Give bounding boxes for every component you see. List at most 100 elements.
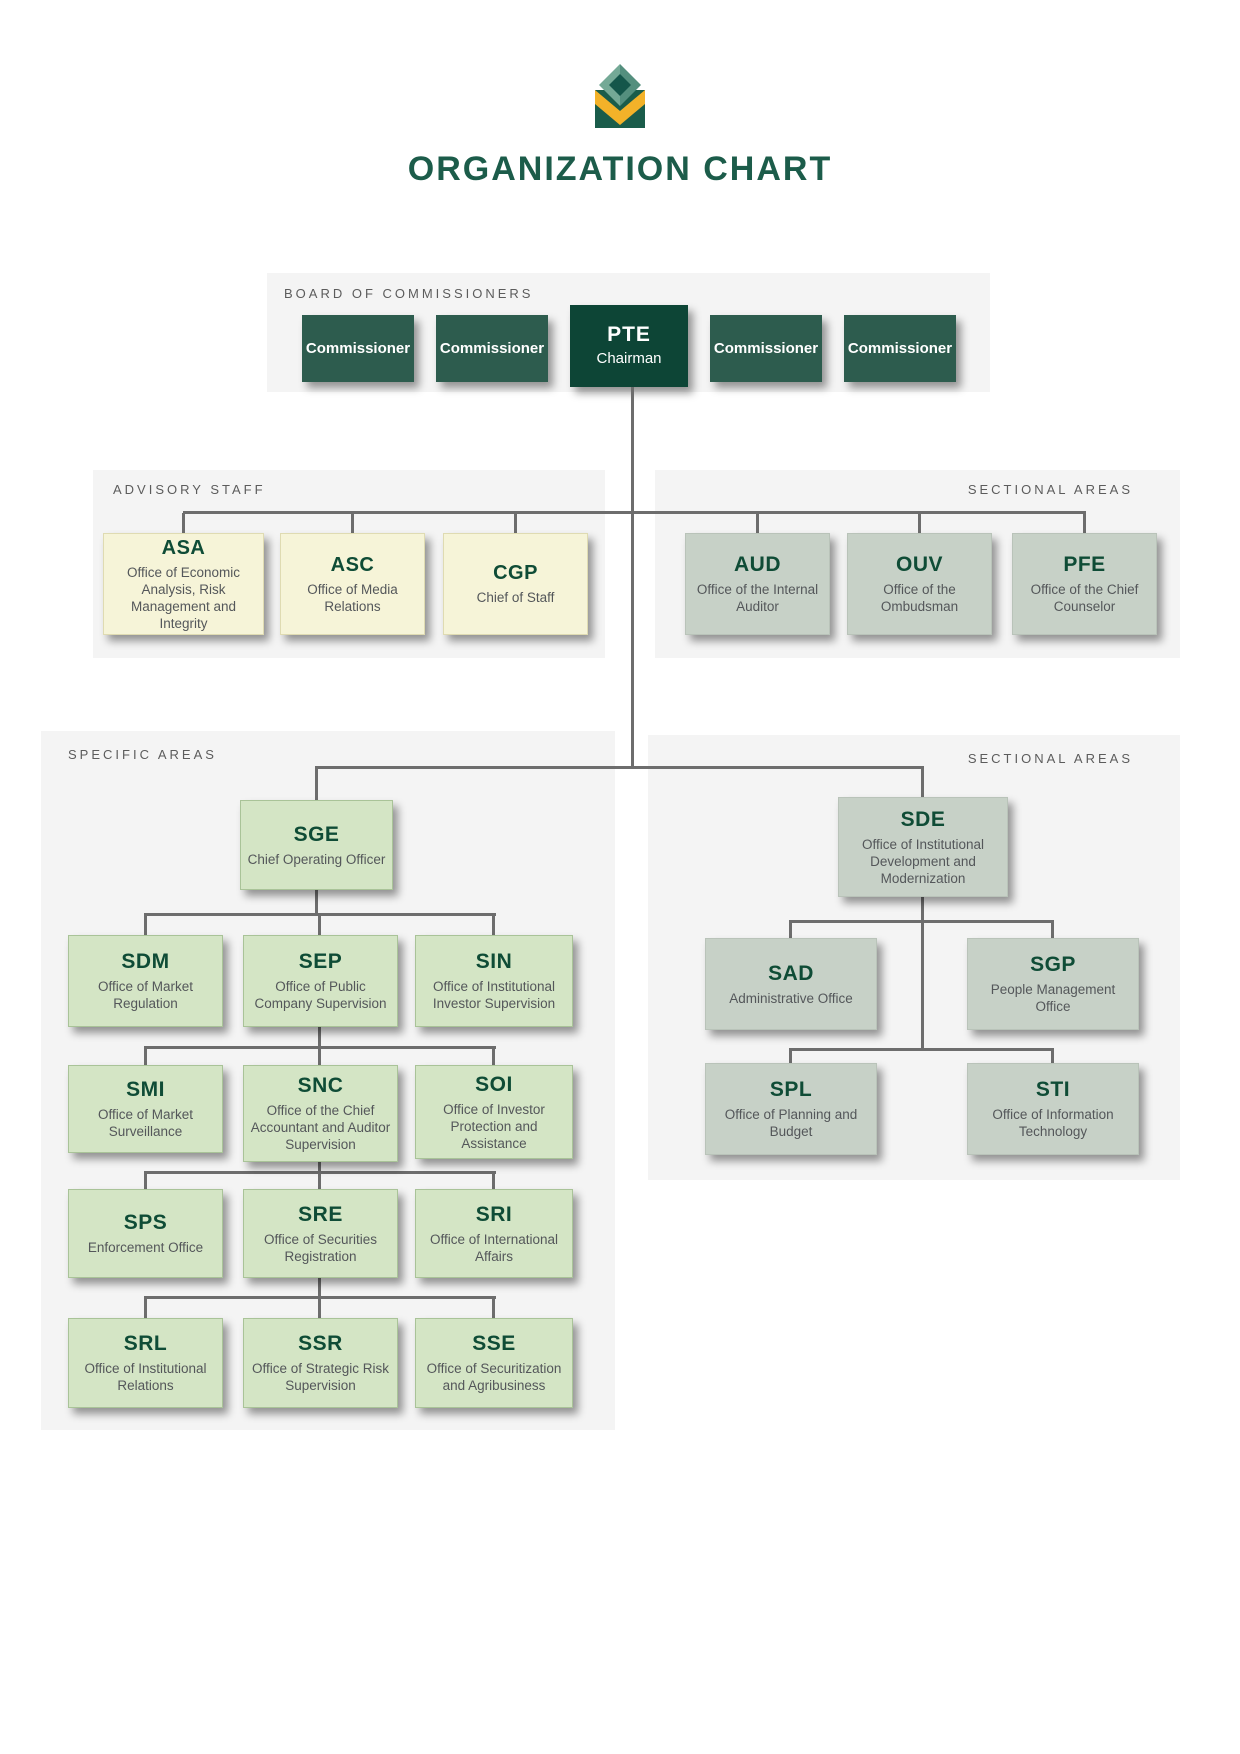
connector: [144, 1298, 147, 1318]
connector: [631, 387, 634, 513]
connector: [315, 766, 924, 769]
office-box-sgp: SGP People Management Office: [967, 938, 1139, 1030]
office-code: CGP: [493, 562, 538, 584]
commissioner-title: Commissioner: [847, 340, 953, 357]
specific-areas-label: SPECIFIC AREAS: [68, 747, 217, 762]
office-code: SPL: [769, 1078, 813, 1101]
office-name: Enforcement Office: [87, 1240, 204, 1255]
commissioner-title: Commissioner: [713, 340, 819, 357]
office-code: SMI: [126, 1078, 165, 1101]
connector: [351, 513, 354, 533]
office-name: Office of Planning and Budget: [724, 1107, 858, 1139]
office-code: SGP: [1030, 953, 1076, 976]
office-box-smi: SMI Office of Market Surveillance: [68, 1065, 223, 1153]
commissioner-box-1: Commissioner: [302, 315, 414, 382]
office-code: SEP: [298, 950, 343, 973]
connector: [921, 920, 924, 1050]
commissioner-title: Commissioner: [305, 340, 411, 357]
office-code: OUV: [895, 553, 943, 576]
office-code: SSE: [472, 1332, 516, 1355]
office-name: Office of Market Surveillance: [97, 1107, 194, 1139]
office-name: Office of the Ombudsman: [880, 582, 959, 614]
office-box-spl: SPL Office of Planning and Budget: [705, 1063, 877, 1155]
connector: [514, 513, 517, 533]
office-code: SRE: [298, 1202, 343, 1226]
connector: [631, 513, 634, 768]
office-name: Office of the Chief Counselor: [1030, 582, 1139, 614]
office-code: SGE: [293, 822, 340, 846]
connector: [144, 913, 496, 916]
office-name: People Management Office: [990, 982, 1116, 1014]
office-box-sre: SRE Office of Securities Registration: [243, 1189, 398, 1278]
connector: [1051, 1050, 1054, 1063]
connector: [492, 915, 495, 935]
connector: [144, 1296, 496, 1299]
office-code: SDM: [121, 950, 170, 973]
office-code: PTE: [607, 323, 651, 347]
commissioner-box-3: Commissioner: [710, 315, 822, 382]
office-code: SAD: [768, 961, 814, 985]
office-name: Office of Information Technology: [992, 1107, 1114, 1139]
connector: [789, 922, 792, 938]
office-name: Chief of Staff: [476, 590, 555, 605]
board-panel-label: BOARD OF COMMISSIONERS: [284, 286, 534, 301]
office-box-ouv: OUV Office of the Ombudsman: [847, 533, 992, 635]
connector: [182, 513, 185, 533]
connector: [315, 890, 318, 915]
office-code: ASC: [330, 553, 375, 576]
connector: [492, 1173, 495, 1189]
connector: [144, 1048, 147, 1065]
connector: [318, 1298, 321, 1318]
office-code: SSR: [298, 1332, 343, 1355]
sectional-top-panel-label: SECTIONAL AREAS: [967, 482, 1133, 497]
sectional-bottom-label: SECTIONAL AREAS: [967, 751, 1133, 766]
chairman-box-pte: PTE Chairman: [570, 305, 688, 387]
office-box-snc: SNC Office of the Chief Accountant and A…: [243, 1065, 398, 1162]
connector: [492, 1048, 495, 1065]
office-box-sge: SGE Chief Operating Officer: [240, 800, 393, 890]
office-box-sse: SSE Office of Securitization and Agribus…: [415, 1318, 573, 1408]
connector: [918, 513, 921, 533]
office-name: Office of Institutional Relations: [84, 1361, 207, 1393]
connector: [789, 1048, 1054, 1051]
connector: [318, 1158, 321, 1173]
office-name: Office of the Internal Auditor: [696, 582, 819, 614]
office-code: SIN: [475, 950, 513, 973]
page-title: ORGANIZATION CHART: [407, 150, 833, 188]
advisory-panel-label: ADVISORY STAFF: [113, 482, 266, 497]
office-box-sdm: SDM Office of Market Regulation: [68, 935, 223, 1027]
connector: [1051, 922, 1054, 938]
office-name: Office of the Chief Accountant and Audit…: [250, 1103, 391, 1152]
office-box-aud: AUD Office of the Internal Auditor: [685, 533, 830, 635]
office-box-sep: SEP Office of Public Company Supervision: [243, 935, 398, 1027]
office-code: SOI: [475, 1072, 513, 1096]
office-name: Administrative Office: [729, 990, 853, 1006]
office-name: Office of Public Company Supervision: [254, 979, 387, 1011]
connector: [144, 1171, 496, 1174]
office-name: Chief Operating Officer: [247, 851, 386, 867]
connector: [318, 1173, 321, 1189]
office-box-pfe: PFE Office of the Chief Counselor: [1012, 533, 1157, 635]
office-code: ASA: [161, 536, 206, 559]
connector: [318, 915, 321, 935]
office-box-sps: SPS Enforcement Office: [68, 1189, 223, 1278]
office-name: Office of Institutional Development and …: [861, 836, 985, 886]
office-box-sti: STI Office of Information Technology: [967, 1063, 1139, 1155]
office-code: PFE: [1063, 553, 1106, 576]
connector: [318, 1027, 321, 1048]
office-code: STI: [1035, 1078, 1071, 1101]
office-name: Office of Investor Protection and Assist…: [443, 1101, 545, 1151]
office-box-sin: SIN Office of Institutional Investor Sup…: [415, 935, 573, 1027]
office-box-asa: ASA Office of Economic Analysis, Risk Ma…: [103, 533, 264, 635]
connector: [315, 768, 318, 800]
connector: [144, 915, 147, 935]
connector: [318, 1278, 321, 1298]
office-name: Office of Economic Analysis, Risk Manage…: [126, 564, 241, 631]
office-box-sde: SDE Office of Institutional Development …: [838, 797, 1008, 897]
office-name: Office of Market Regulation: [97, 979, 194, 1011]
office-name: Office of Securities Registration: [263, 1231, 378, 1264]
commissioner-box-2: Commissioner: [436, 315, 548, 382]
connector: [1083, 513, 1086, 533]
office-box-cgp: CGP Chief of Staff: [443, 533, 588, 635]
